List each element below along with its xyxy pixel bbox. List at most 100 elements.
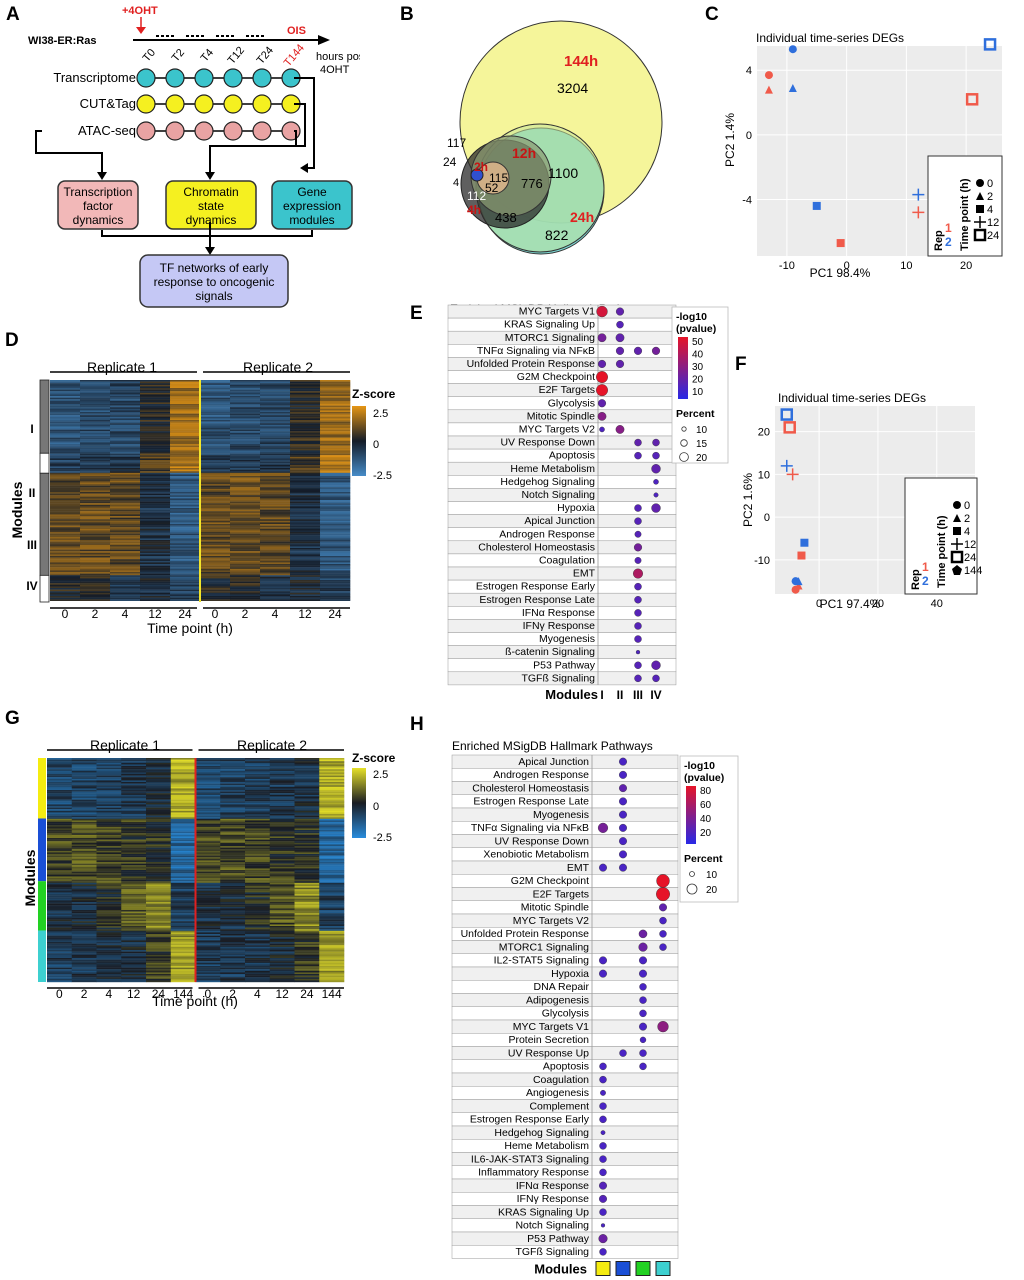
dot-III: [635, 650, 641, 655]
heatmap-d-xlabel: Time point (h): [147, 620, 233, 636]
count-24: 24: [443, 155, 457, 169]
heatmap-g-ylabel: Modules: [22, 849, 38, 906]
z-score-scale: [352, 406, 366, 476]
assay-dot: [223, 68, 243, 88]
timepoint-label-2: T4: [199, 47, 216, 65]
outcome-box-0: [57, 180, 139, 230]
legend-size-20: [686, 883, 698, 895]
pathway-label: Mitotic Spindle: [527, 410, 595, 422]
pathway-label: Hedgehog Signaling: [494, 1127, 589, 1139]
pathway-label: Estrogen Response Early: [470, 1114, 590, 1126]
assay-dot: [252, 94, 272, 114]
dot-III: [634, 661, 642, 669]
pathway-label: MYC Targets V2: [513, 915, 589, 927]
legend-shape-0: [953, 501, 961, 509]
dot-IV: [651, 464, 661, 474]
panel-label-f: F: [735, 354, 747, 375]
timepoint-label-1: T2: [170, 47, 187, 65]
dot-IV: [652, 438, 660, 447]
count-3204: 3204: [557, 80, 588, 96]
pathway-label: MTORC1 Signaling: [505, 332, 595, 344]
pca-point-rep2-t2: [788, 84, 797, 92]
pathway-label: Estrogen Response Late: [473, 796, 589, 808]
x-tick-label: 4: [272, 607, 279, 621]
dot-yellow: [599, 956, 607, 965]
pca-point-rep1-t4: [836, 239, 845, 248]
outcome-box-1-line-3: dynamics: [186, 213, 237, 227]
dot-III: [632, 568, 643, 579]
heatmap-g-scale-title: Z-score: [352, 751, 396, 765]
pca-f-title: Individual time-series DEGs: [778, 391, 926, 405]
heatmap-d-scale-mid: 0: [373, 439, 379, 451]
outcome-box-0-line-3: dynamics: [73, 213, 124, 227]
pca-point-rep1-t0: [764, 71, 773, 80]
label-2h: 2h: [474, 160, 488, 174]
count-776: 776: [521, 176, 543, 191]
legend-tp-24: 24: [987, 230, 999, 242]
dot-yellow: [600, 1089, 606, 1096]
dot-yellow: [599, 1194, 607, 1203]
pca-point-rep2-t12: [780, 459, 793, 472]
pathway-label: Androgen Response: [493, 769, 589, 781]
pca-f-xlabel: PC1 97.4%: [820, 597, 881, 611]
dot-yellow: [599, 1102, 607, 1110]
dot-green: [639, 1049, 647, 1057]
assay-dot: [194, 94, 214, 114]
dot-III: [634, 438, 642, 447]
assay-dot: [223, 121, 243, 141]
pathway-label: Unfolded Protein Response: [467, 358, 596, 370]
y-tick-label: 0: [764, 512, 770, 524]
outcome-box-2-line-1: Gene: [297, 185, 327, 199]
legend-title-2: (pvalue): [676, 323, 716, 335]
pathway-label: Cholesterol Homeostasis: [472, 782, 589, 794]
assay-dot: [252, 68, 272, 88]
legend-tp-4: 4: [987, 204, 993, 216]
x-tick-label: 4: [106, 987, 113, 1001]
pca-point-rep1-t2: [764, 85, 773, 94]
cell-line-label: WI38-ER:Ras: [28, 35, 96, 47]
assay-dot: [252, 121, 272, 141]
dot-IV: [651, 346, 661, 355]
x-tick-label: -10: [779, 260, 795, 272]
dotplot-h-title: Enriched MSigDB Hallmark Pathways: [452, 739, 653, 753]
count-4: 4: [453, 177, 459, 189]
x-tick-label: 144: [322, 987, 342, 1001]
z-score-scale: [352, 768, 366, 838]
module-col-IV: IV: [650, 688, 661, 702]
x-tick-label: 0: [205, 987, 212, 1001]
timepoint-label-0: T0: [141, 47, 158, 65]
outcome-box-2-line-2: expression: [283, 199, 341, 213]
assay-label-2: ATAC-seq: [78, 123, 136, 138]
legend-pval: 10: [696, 425, 708, 436]
dot-blue: [619, 784, 627, 793]
pca-legend: [927, 155, 1003, 257]
assay-label-1: CUT&Tag: [80, 96, 136, 111]
dot-green: [639, 956, 647, 965]
module-swatch-2: [635, 1261, 651, 1276]
pathway-label: Mitotic Spindle: [521, 902, 589, 914]
x-tick-label: 0: [844, 260, 850, 272]
pathway-label: Unfolded Protein Response: [461, 928, 590, 940]
pathway-label: Cholesterol Homeostasis: [478, 541, 595, 553]
legend-shape-4: [953, 527, 961, 535]
dot-II: [615, 359, 625, 368]
legend-ctick: 10: [692, 387, 704, 398]
legend-colorbar: [686, 786, 696, 844]
pca-point-rep2-t12: [912, 188, 925, 201]
legend-shape-12: [974, 216, 986, 228]
x-tick-label: 40: [931, 598, 943, 610]
assay-dot: [165, 121, 185, 141]
dot-yellow: [599, 1155, 607, 1163]
legend-tp-title: Time point (h): [936, 515, 948, 588]
modules-axis-label: Modules: [545, 687, 598, 702]
count-1100: 1100: [548, 165, 578, 181]
pathway-label: Complement: [529, 1100, 589, 1112]
dot-III: [634, 596, 642, 604]
dot-III: [634, 674, 642, 683]
dot-blue: [619, 797, 627, 806]
legend-pval: 20: [696, 453, 708, 464]
legend-tp-12: 12: [987, 217, 999, 229]
dot-IV: [652, 674, 660, 683]
pathway-label: Heme Metabolism: [504, 1140, 589, 1152]
assay-dot: [194, 121, 214, 141]
